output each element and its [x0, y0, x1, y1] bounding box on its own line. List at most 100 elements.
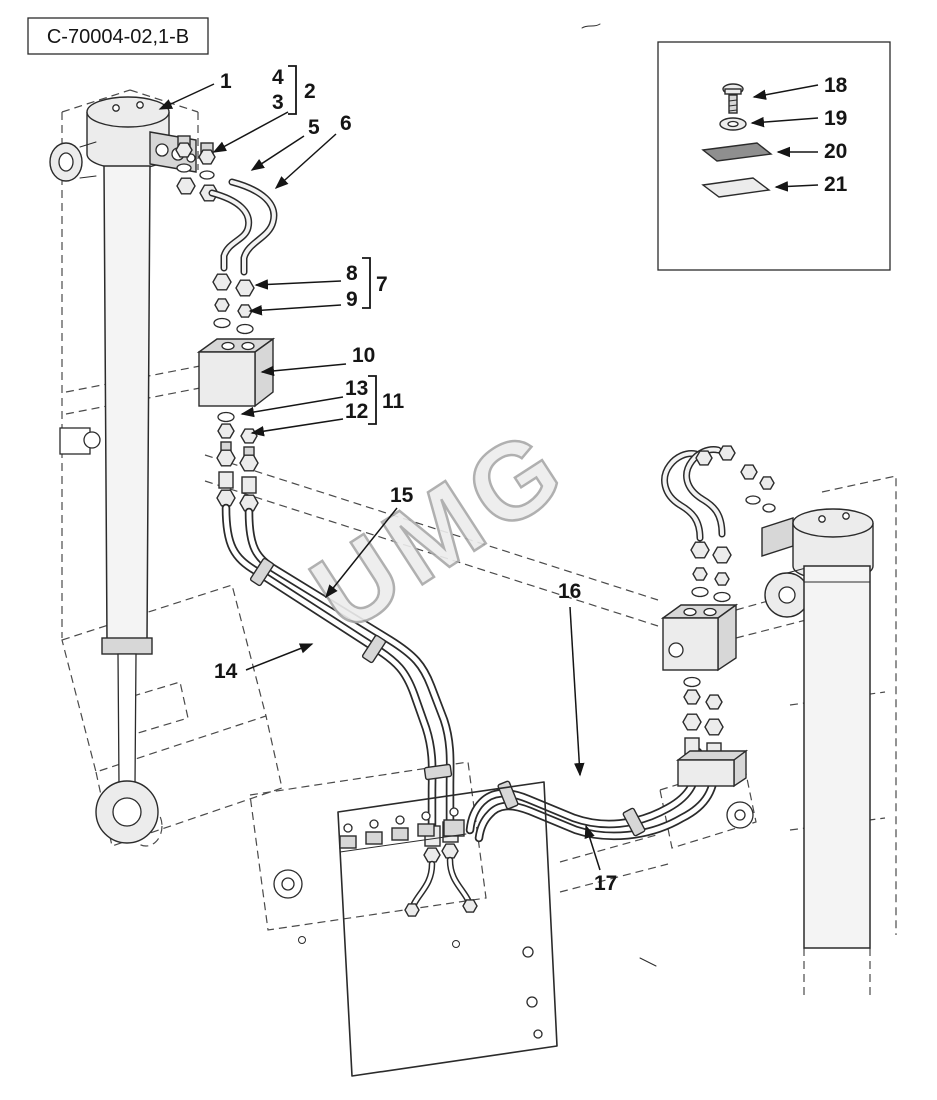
leader-line-16	[569, 606, 585, 777]
callout-17: 17	[594, 872, 617, 895]
leader-line-15	[325, 507, 398, 599]
callout-19: 19	[824, 107, 847, 130]
hose-coupling	[218, 471, 234, 489]
o-ring	[176, 163, 192, 173]
hex-adapter	[682, 713, 702, 731]
hex-nut	[759, 476, 775, 490]
rod-eye-bore	[112, 797, 142, 827]
callout-6: 6	[340, 112, 352, 135]
leader-line-1	[158, 83, 215, 110]
hex-nut	[175, 142, 193, 158]
leader-line-2	[212, 111, 289, 153]
manifold-bracket	[677, 759, 735, 787]
watermark: UMG	[291, 403, 588, 655]
callout-18: 18	[824, 74, 848, 97]
callout-3: 3	[272, 91, 284, 114]
callout-labels: 1 4 3 2 5 6 8 9 7 10 13 12 11 15 14 16 1…	[214, 66, 617, 895]
cylinder-barrel	[103, 165, 151, 641]
hex-nipple	[714, 572, 730, 586]
o-ring	[762, 503, 776, 513]
piston-rod	[117, 653, 137, 785]
leader-line-8	[254, 279, 342, 290]
block-port	[683, 607, 697, 617]
leader-line-21	[774, 181, 819, 192]
fitting-stack-upper-right	[680, 541, 732, 615]
cylinder-gland	[101, 637, 153, 655]
hex-nut	[212, 273, 232, 291]
hex-nut	[235, 279, 255, 297]
right-cylinder	[761, 508, 874, 949]
head-tab	[761, 517, 794, 557]
callout-4: 4	[272, 66, 284, 89]
hex-adapter	[176, 177, 196, 195]
callout-7: 7	[376, 273, 388, 296]
hose-clamps	[249, 557, 646, 837]
hardware-inset: 18 19 20 21	[657, 41, 891, 271]
callout-13: 13	[345, 377, 368, 400]
leader-line-12	[250, 418, 344, 437]
steel-tubes-left	[208, 178, 278, 276]
leader-line-14	[245, 643, 314, 671]
bracket-7	[362, 257, 371, 309]
leader-line-10	[260, 363, 347, 377]
o-ring	[199, 170, 215, 180]
callout-leaders	[158, 65, 601, 871]
hex-nut	[712, 546, 732, 564]
hex-adapter	[704, 718, 724, 736]
hex-nut	[217, 423, 235, 439]
cylinder-head-cap	[792, 508, 874, 538]
stray-marks	[581, 23, 657, 967]
callout-8: 8	[346, 262, 358, 285]
callout-15: 15	[390, 484, 414, 507]
block-side-port	[668, 642, 684, 658]
cylinder-barrel	[803, 565, 871, 949]
callout-9: 9	[346, 288, 358, 311]
hose-clamp	[361, 634, 387, 664]
hex-adapter	[239, 454, 259, 472]
hose-bottom-fittings	[404, 821, 478, 917]
fitting-stack-upper-left	[212, 273, 255, 335]
bracket-2	[288, 65, 297, 115]
shim-plate-dark-icon	[701, 142, 773, 162]
hex-nut	[740, 464, 758, 480]
callout-20: 20	[824, 140, 847, 163]
hose-end-hex	[239, 494, 259, 512]
hex-nut	[705, 694, 723, 710]
leader-line-9	[248, 304, 342, 316]
hose-clamp	[622, 807, 646, 837]
fittings-right-top	[695, 445, 776, 513]
bolt-icon	[722, 83, 744, 114]
title-frame	[27, 17, 209, 55]
callout-2: 2	[304, 80, 316, 103]
hex-nut	[423, 847, 441, 863]
washer-icon	[719, 117, 747, 131]
bracket-11	[368, 375, 377, 425]
hose-end-hex	[216, 489, 236, 507]
o-ring	[745, 495, 761, 505]
callout-21: 21	[824, 173, 848, 196]
hex-nut	[198, 149, 216, 165]
steel-tubes-right	[661, 446, 726, 542]
port-hole	[155, 143, 169, 157]
fitting-stack-lower-right	[675, 676, 749, 788]
fitting-stack-lower-left	[216, 411, 259, 512]
tank-and-control-valve	[273, 781, 754, 1077]
callout-11: 11	[382, 390, 405, 413]
hex-nut	[683, 689, 701, 705]
inset-frame	[657, 41, 891, 271]
hex-nut	[240, 428, 258, 444]
drawing-number: C-70004-02,1-B	[47, 26, 189, 48]
leader-line-13	[240, 396, 344, 418]
hose-clamp	[423, 763, 453, 781]
hex-nut	[690, 541, 710, 559]
hex-elbow-end	[404, 903, 420, 917]
shim-plate-light-icon	[701, 177, 771, 198]
hose-clamp	[249, 557, 275, 587]
block-port	[241, 341, 255, 351]
block-port	[703, 607, 717, 617]
hex-adapter	[216, 449, 236, 467]
o-ring	[236, 323, 254, 335]
hose-coupling	[241, 476, 257, 494]
